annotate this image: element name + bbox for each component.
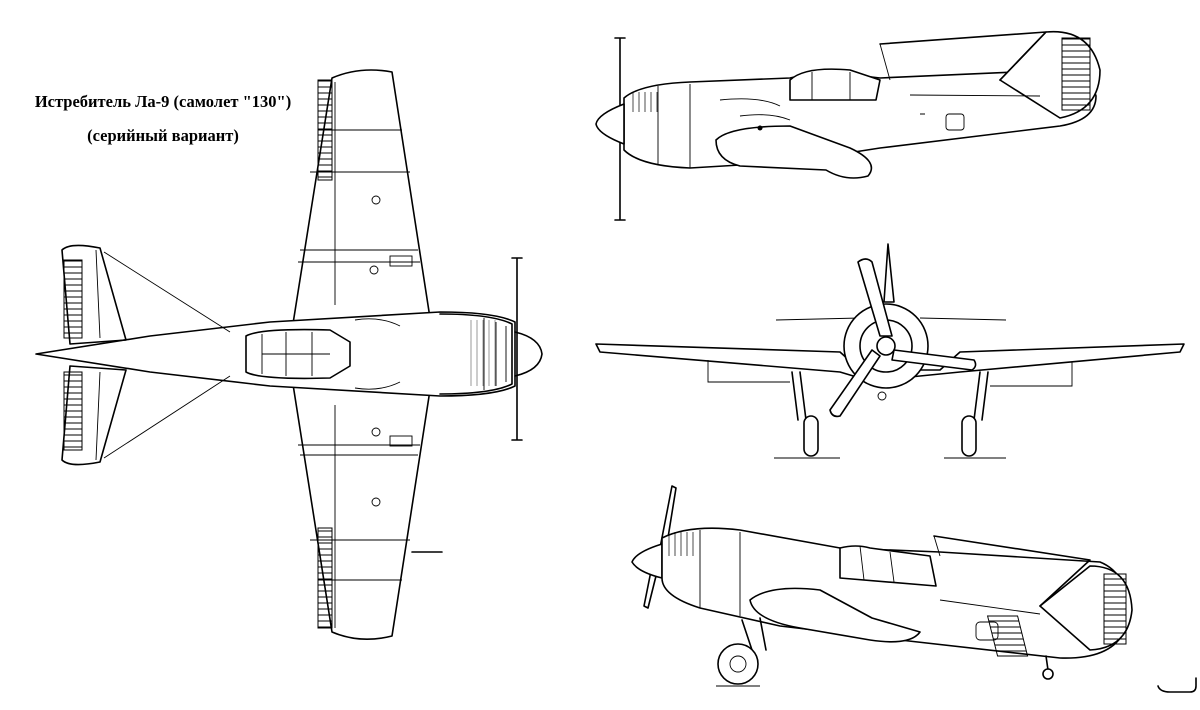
top-aileron-upper xyxy=(317,79,333,181)
top-wing-lower xyxy=(291,377,431,640)
persp-canopy xyxy=(839,545,937,587)
top-canopy xyxy=(245,328,351,380)
persp-gear xyxy=(741,617,767,651)
corner-mark xyxy=(1157,677,1197,693)
side-canopy xyxy=(789,68,881,101)
front-propeller-blade-3 xyxy=(829,349,881,418)
top-view xyxy=(35,69,543,640)
side-wing-root xyxy=(715,125,873,179)
front-propeller-blade-2 xyxy=(891,349,977,371)
top-tailplane-lower xyxy=(61,365,127,466)
front-wheel-right xyxy=(961,415,977,457)
front-view xyxy=(595,243,1185,459)
front-wheel-left xyxy=(803,415,819,457)
drawing-title: Истребитель Ла-9 (самолет "130") xyxy=(34,92,292,111)
persp-wheel xyxy=(717,643,759,685)
side-spinner xyxy=(595,103,625,145)
drawing-subtitle: (серийный вариант) xyxy=(87,126,239,145)
perspective-view xyxy=(631,485,1133,687)
drawing-title-block: Истребитель Ла-9 (самолет "130") (серийн… xyxy=(18,92,308,146)
front-gear-left xyxy=(791,371,807,421)
side-view xyxy=(595,30,1101,221)
top-engine-cowling xyxy=(439,313,513,395)
front-propeller-blade-1 xyxy=(857,258,893,337)
persp-wing xyxy=(749,587,921,643)
top-wing-upper xyxy=(291,69,431,331)
front-fin xyxy=(883,243,895,303)
top-spinner xyxy=(514,331,543,377)
top-scale-bar xyxy=(511,257,523,441)
top-aileron-lower xyxy=(317,527,333,629)
top-tailplane-upper xyxy=(61,244,127,345)
front-gear-right xyxy=(973,371,989,421)
